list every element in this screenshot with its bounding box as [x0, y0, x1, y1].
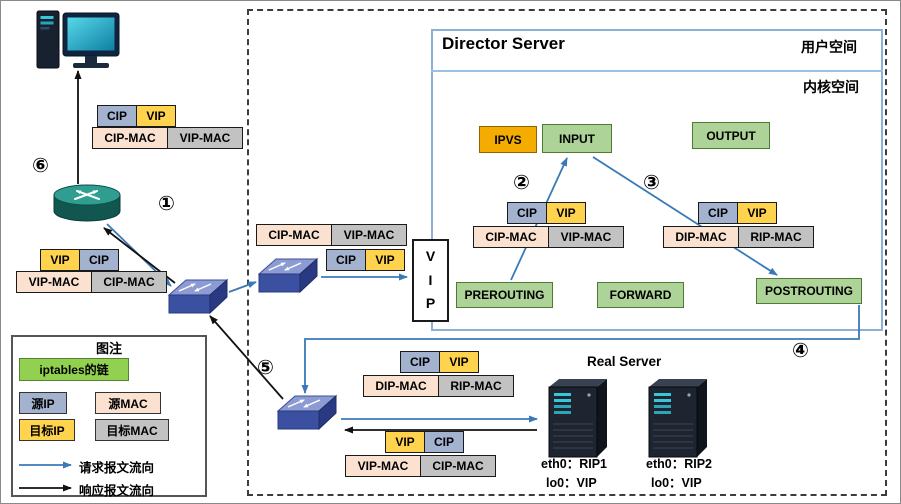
- real-server-title: Real Server: [587, 354, 662, 369]
- step-marker-6: ⑥: [32, 155, 49, 177]
- packet-to-director-mac: CIP-MAC VIP-MAC: [256, 224, 407, 246]
- legend-request-flow-label: 请求报文流向: [79, 461, 155, 475]
- legend-response-flow-label: 响应报文流向: [79, 484, 155, 498]
- src-mac-cell: VIP-MAC: [345, 455, 421, 477]
- dst-mac-cell: CIP-MAC: [91, 271, 167, 293]
- postrouting-chain-box: POSTROUTING: [756, 278, 862, 304]
- packet-to-realserver-mac: DIP-MAC RIP-MAC: [363, 375, 514, 397]
- vip-letter: I: [428, 271, 433, 288]
- cluster-dashed-boundary: [247, 9, 887, 496]
- packet-to-realserver-ip: CIP VIP: [400, 351, 479, 373]
- user-kernel-divider-line: [431, 70, 883, 72]
- dst-ip-cell: CIP: [79, 249, 119, 271]
- packet-rs-response-mac: VIP-MAC CIP-MAC: [345, 455, 496, 477]
- legend-title: 图注: [95, 341, 122, 356]
- router-icon: [53, 184, 121, 222]
- user-space-label: 用户空间: [801, 39, 857, 55]
- vip-interface-box: V I P: [412, 239, 449, 322]
- src-ip-cell: VIP: [40, 249, 80, 271]
- legend-iptables-chain-chip: iptables的链: [19, 358, 129, 381]
- kernel-space-label: 内核空间: [803, 79, 859, 95]
- dst-ip-cell: VIP: [365, 249, 405, 271]
- packet-director-out-mac: DIP-MAC RIP-MAC: [663, 226, 814, 248]
- legend-dest-ip-chip: 目标IP: [19, 419, 75, 441]
- director-server-title: Director Server: [442, 34, 565, 53]
- packet-director-in-mac: CIP-MAC VIP-MAC: [473, 226, 624, 248]
- legend-dest-mac-chip: 目标MAC: [95, 419, 169, 441]
- src-mac-cell: DIP-MAC: [363, 375, 439, 397]
- dst-mac-cell: CIP-MAC: [420, 455, 496, 477]
- src-ip-cell: CIP: [698, 202, 738, 224]
- step-marker-3: ③: [643, 172, 660, 194]
- src-ip-cell: CIP: [507, 202, 547, 224]
- packet-client-request-ip: CIP VIP: [97, 105, 176, 127]
- dst-ip-cell: VIP: [439, 351, 479, 373]
- packet-client-response-mac: VIP-MAC CIP-MAC: [16, 271, 167, 293]
- prerouting-chain-box: PREROUTING: [456, 282, 553, 308]
- step-marker-4: ④: [792, 340, 809, 362]
- packet-to-director-ip: CIP VIP: [326, 249, 405, 271]
- src-ip-cell: CIP: [326, 249, 366, 271]
- step-marker-5: ⑤: [257, 357, 274, 379]
- src-mac-cell: VIP-MAC: [16, 271, 92, 293]
- client-computer-icon: [36, 10, 120, 69]
- src-mac-cell: CIP-MAC: [92, 127, 168, 149]
- dst-mac-cell: VIP-MAC: [167, 127, 243, 149]
- server1-lo0-label: lo0：VIP: [546, 476, 597, 490]
- dst-ip-cell: VIP: [546, 202, 586, 224]
- dst-mac-cell: VIP-MAC: [548, 226, 624, 248]
- src-ip-cell: CIP: [97, 105, 137, 127]
- src-mac-cell: CIP-MAC: [256, 224, 332, 246]
- dst-ip-cell: VIP: [136, 105, 176, 127]
- legend-source-mac-chip: 源MAC: [95, 392, 161, 414]
- src-mac-cell: DIP-MAC: [663, 226, 739, 248]
- vip-letter: V: [425, 247, 436, 264]
- server2-lo0-label: lo0：VIP: [651, 476, 702, 490]
- step-marker-1: ①: [158, 193, 175, 215]
- dst-mac-cell: VIP-MAC: [331, 224, 407, 246]
- dst-mac-cell: RIP-MAC: [738, 226, 814, 248]
- server2-eth0-label: eth0：RIP2: [646, 457, 712, 471]
- packet-director-out-ip: CIP VIP: [698, 202, 777, 224]
- src-ip-cell: VIP: [385, 431, 425, 453]
- ipvs-box: IPVS: [479, 126, 537, 153]
- legend-source-ip-chip: 源IP: [19, 392, 67, 414]
- src-mac-cell: CIP-MAC: [473, 226, 549, 248]
- packet-director-in-ip: CIP VIP: [507, 202, 586, 224]
- packet-client-response-ip: VIP CIP: [40, 249, 119, 271]
- switch-icon-1: [169, 280, 227, 313]
- dst-ip-cell: CIP: [424, 431, 464, 453]
- vip-letter: P: [425, 295, 436, 312]
- server1-eth0-label: eth0：RIP1: [541, 457, 607, 471]
- dst-ip-cell: VIP: [737, 202, 777, 224]
- packet-client-request-mac: CIP-MAC VIP-MAC: [92, 127, 243, 149]
- packet-rs-response-ip: VIP CIP: [385, 431, 464, 453]
- input-chain-box: INPUT: [542, 124, 612, 153]
- src-ip-cell: CIP: [400, 351, 440, 373]
- output-chain-box: OUTPUT: [692, 122, 770, 149]
- step-marker-2: ②: [513, 172, 530, 194]
- forward-chain-box: FORWARD: [597, 282, 684, 308]
- dst-mac-cell: RIP-MAC: [438, 375, 514, 397]
